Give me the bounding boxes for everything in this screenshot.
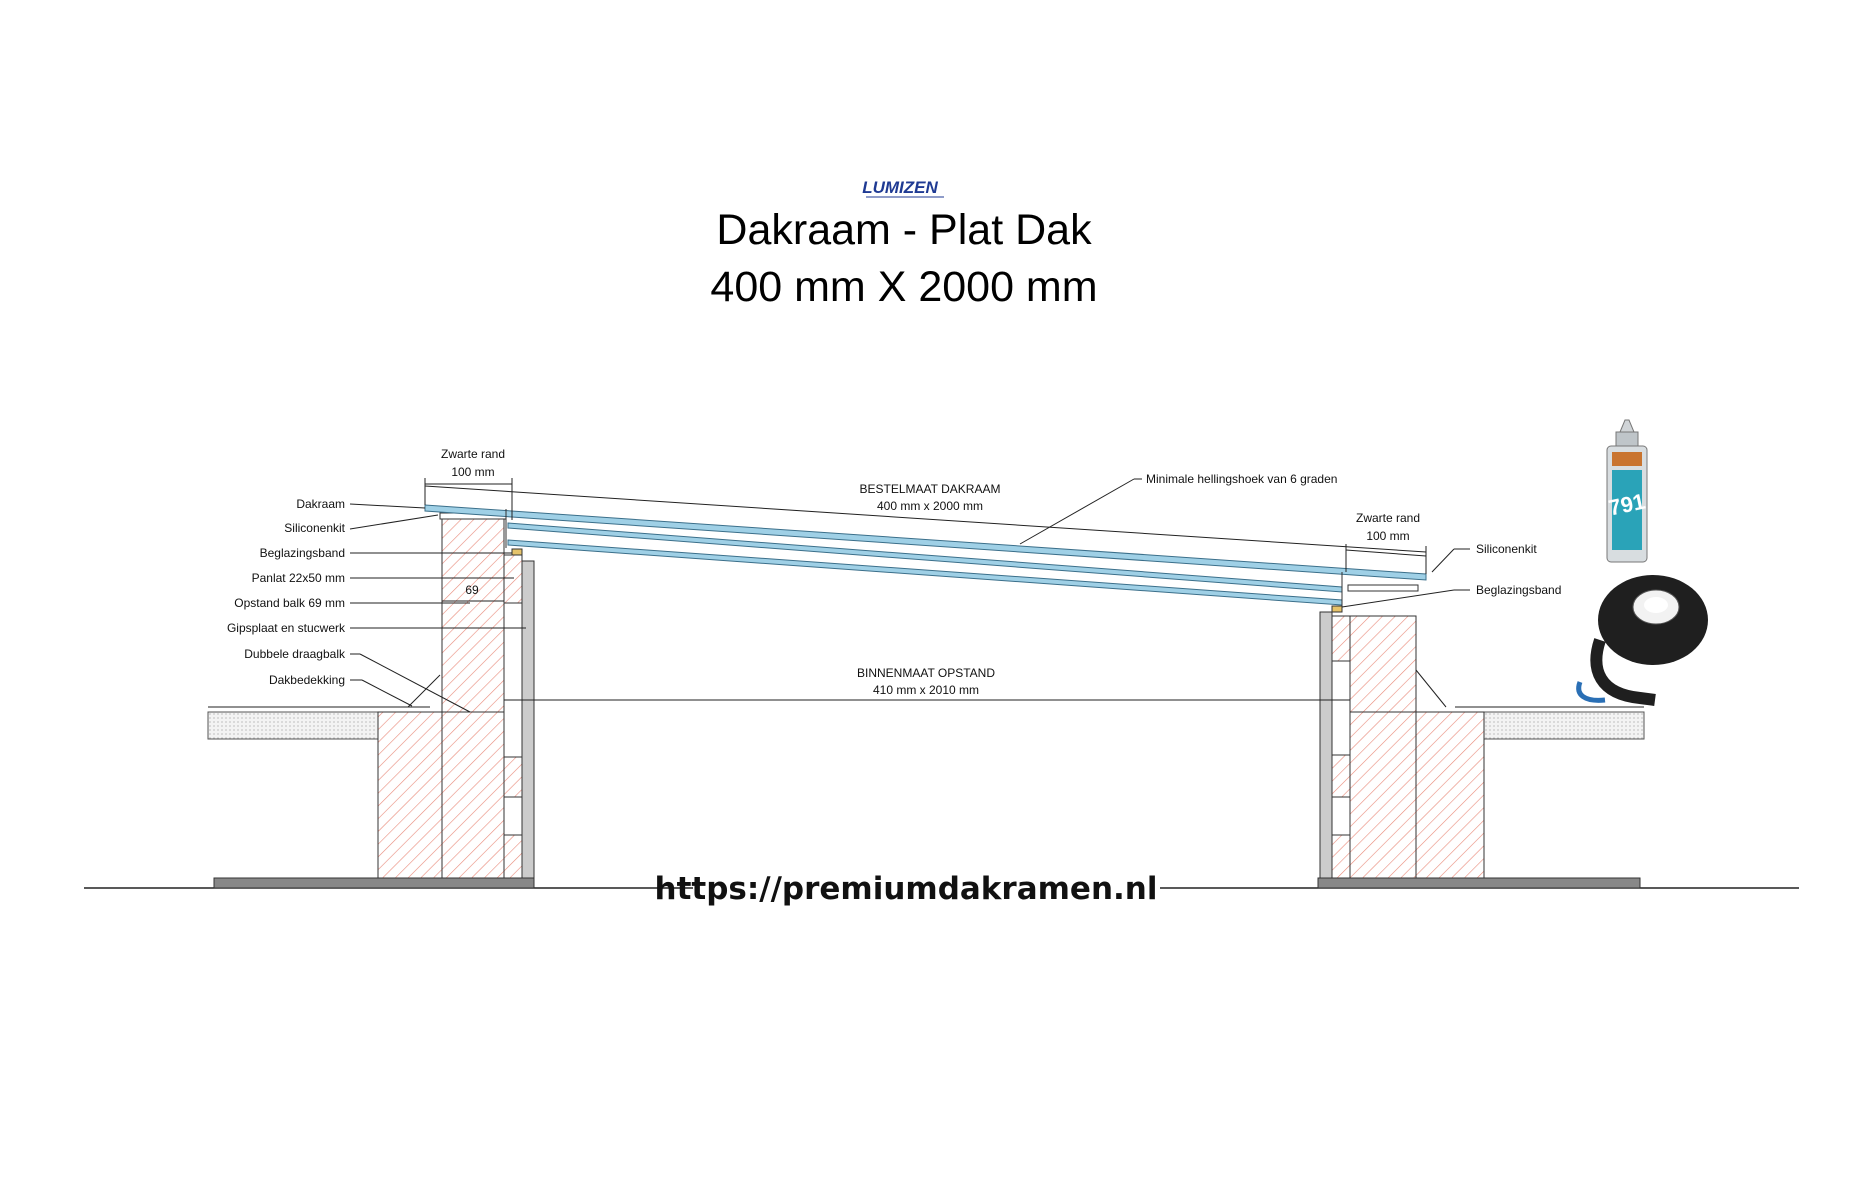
- tube-label-panel: [1612, 470, 1642, 550]
- leader-beglazingsband-right-a: [1341, 589, 1455, 608]
- helling-label: Minimale hellingshoek van 6 graden: [1146, 472, 1337, 486]
- tube-tip: [1619, 419, 1635, 433]
- right-beam-outer: [1415, 711, 1485, 879]
- label-beglazingsband-right: Beglazingsband: [1476, 583, 1561, 597]
- foot-slab-right: [1317, 877, 1641, 889]
- right-panlat-lower: [1331, 754, 1351, 798]
- left-roof-flashing: [407, 674, 441, 708]
- leader-dakraam: [349, 503, 426, 509]
- tape-liner: [1576, 681, 1606, 703]
- zwarte-rand-right-dim: [1345, 549, 1427, 557]
- bestelmaat-value: 400 mm x 2000 mm: [877, 499, 983, 513]
- label-gipsplaat: Gipsplaat en stucwerk: [227, 621, 346, 635]
- zwarte-rand-right-value: 100 mm: [1366, 529, 1409, 543]
- label-siliconenkit-right: Siliconenkit: [1476, 542, 1537, 556]
- right-panlat-bottom: [1331, 834, 1351, 879]
- leader-siliconenkit-left: [349, 514, 439, 530]
- website-url: https://premiumdakramen.nl: [655, 871, 1158, 907]
- tape-strip: [1590, 638, 1656, 706]
- right-opstand-balk: [1349, 615, 1417, 713]
- tube-brand-stripe: [1612, 452, 1642, 466]
- tape-roll-image: [1576, 575, 1708, 706]
- lumizen-logo: LUMIZEN: [862, 178, 938, 197]
- label-panlat: Panlat 22x50 mm: [252, 571, 345, 585]
- label-dakbedekking: Dakbedekking: [269, 673, 345, 687]
- label-dakraam: Dakraam: [296, 497, 345, 511]
- right-top-plate: [1347, 584, 1419, 592]
- zwarte-rand-right-label: Zwarte rand: [1356, 511, 1420, 525]
- glass-middle-pane: [507, 522, 1343, 593]
- right-panlat: [1331, 615, 1351, 662]
- left-panlat-lower: [503, 756, 523, 798]
- roof-deck-right: [1483, 711, 1645, 740]
- binnenmaat-value: 410 mm x 2010 mm: [873, 683, 979, 697]
- silicone-tube-image: 791: [1606, 419, 1648, 563]
- left-opstand-balk: [441, 518, 505, 713]
- opstand-width-label: 69: [465, 583, 479, 597]
- tube-nozzle: [1615, 431, 1639, 447]
- left-gipsplaat: [521, 560, 535, 879]
- left-beam-outer: [377, 711, 443, 879]
- right-beam-inner: [1349, 711, 1417, 879]
- zwarte-rand-left-label: Zwarte rand: [441, 447, 505, 461]
- leader-dakbedekking-b: [361, 679, 413, 707]
- page-subtitle: 400 mm X 2000 mm: [710, 263, 1097, 311]
- foot-slab-left: [213, 877, 535, 889]
- skylight-glass: [424, 504, 1427, 607]
- left-beam-inner: [441, 711, 505, 879]
- tape-roll-hole: [1644, 597, 1668, 613]
- bestelmaat-dimension-line: [424, 485, 1427, 553]
- leader-dubbele-draagbalk-b: [359, 653, 471, 713]
- glass-lower-pane: [507, 539, 1343, 606]
- left-beglazingsband: [511, 548, 523, 556]
- left-panlat-bottom: [503, 834, 523, 879]
- label-siliconenkit-left: Siliconenkit: [284, 521, 345, 535]
- left-upstand: [377, 512, 535, 879]
- left-panlat: [503, 554, 523, 604]
- right-beglazingsband: [1331, 605, 1343, 613]
- binnenmaat-label: BINNENMAAT OPSTAND: [857, 666, 995, 680]
- zwarte-rand-left-value: 100 mm: [451, 465, 494, 479]
- roof-deck-left: [207, 711, 379, 740]
- leader-siliconenkit-right-a: [1431, 548, 1455, 573]
- label-dubbele-draagbalk: Dubbele draagbalk: [244, 647, 346, 661]
- label-opstand-balk: Opstand balk 69 mm: [234, 596, 345, 610]
- right-gipsplaat: [1319, 611, 1333, 879]
- bestelmaat-label: BESTELMAAT DAKRAAM: [860, 482, 1001, 496]
- helling-leader: [1019, 478, 1135, 545]
- right-roof-flashing: [1415, 669, 1447, 708]
- label-beglazingsband-left: Beglazingsband: [260, 546, 345, 560]
- glass-top-pane: [424, 504, 1427, 581]
- page-title: Dakraam - Plat Dak: [716, 206, 1092, 254]
- right-upstand: [1319, 584, 1485, 879]
